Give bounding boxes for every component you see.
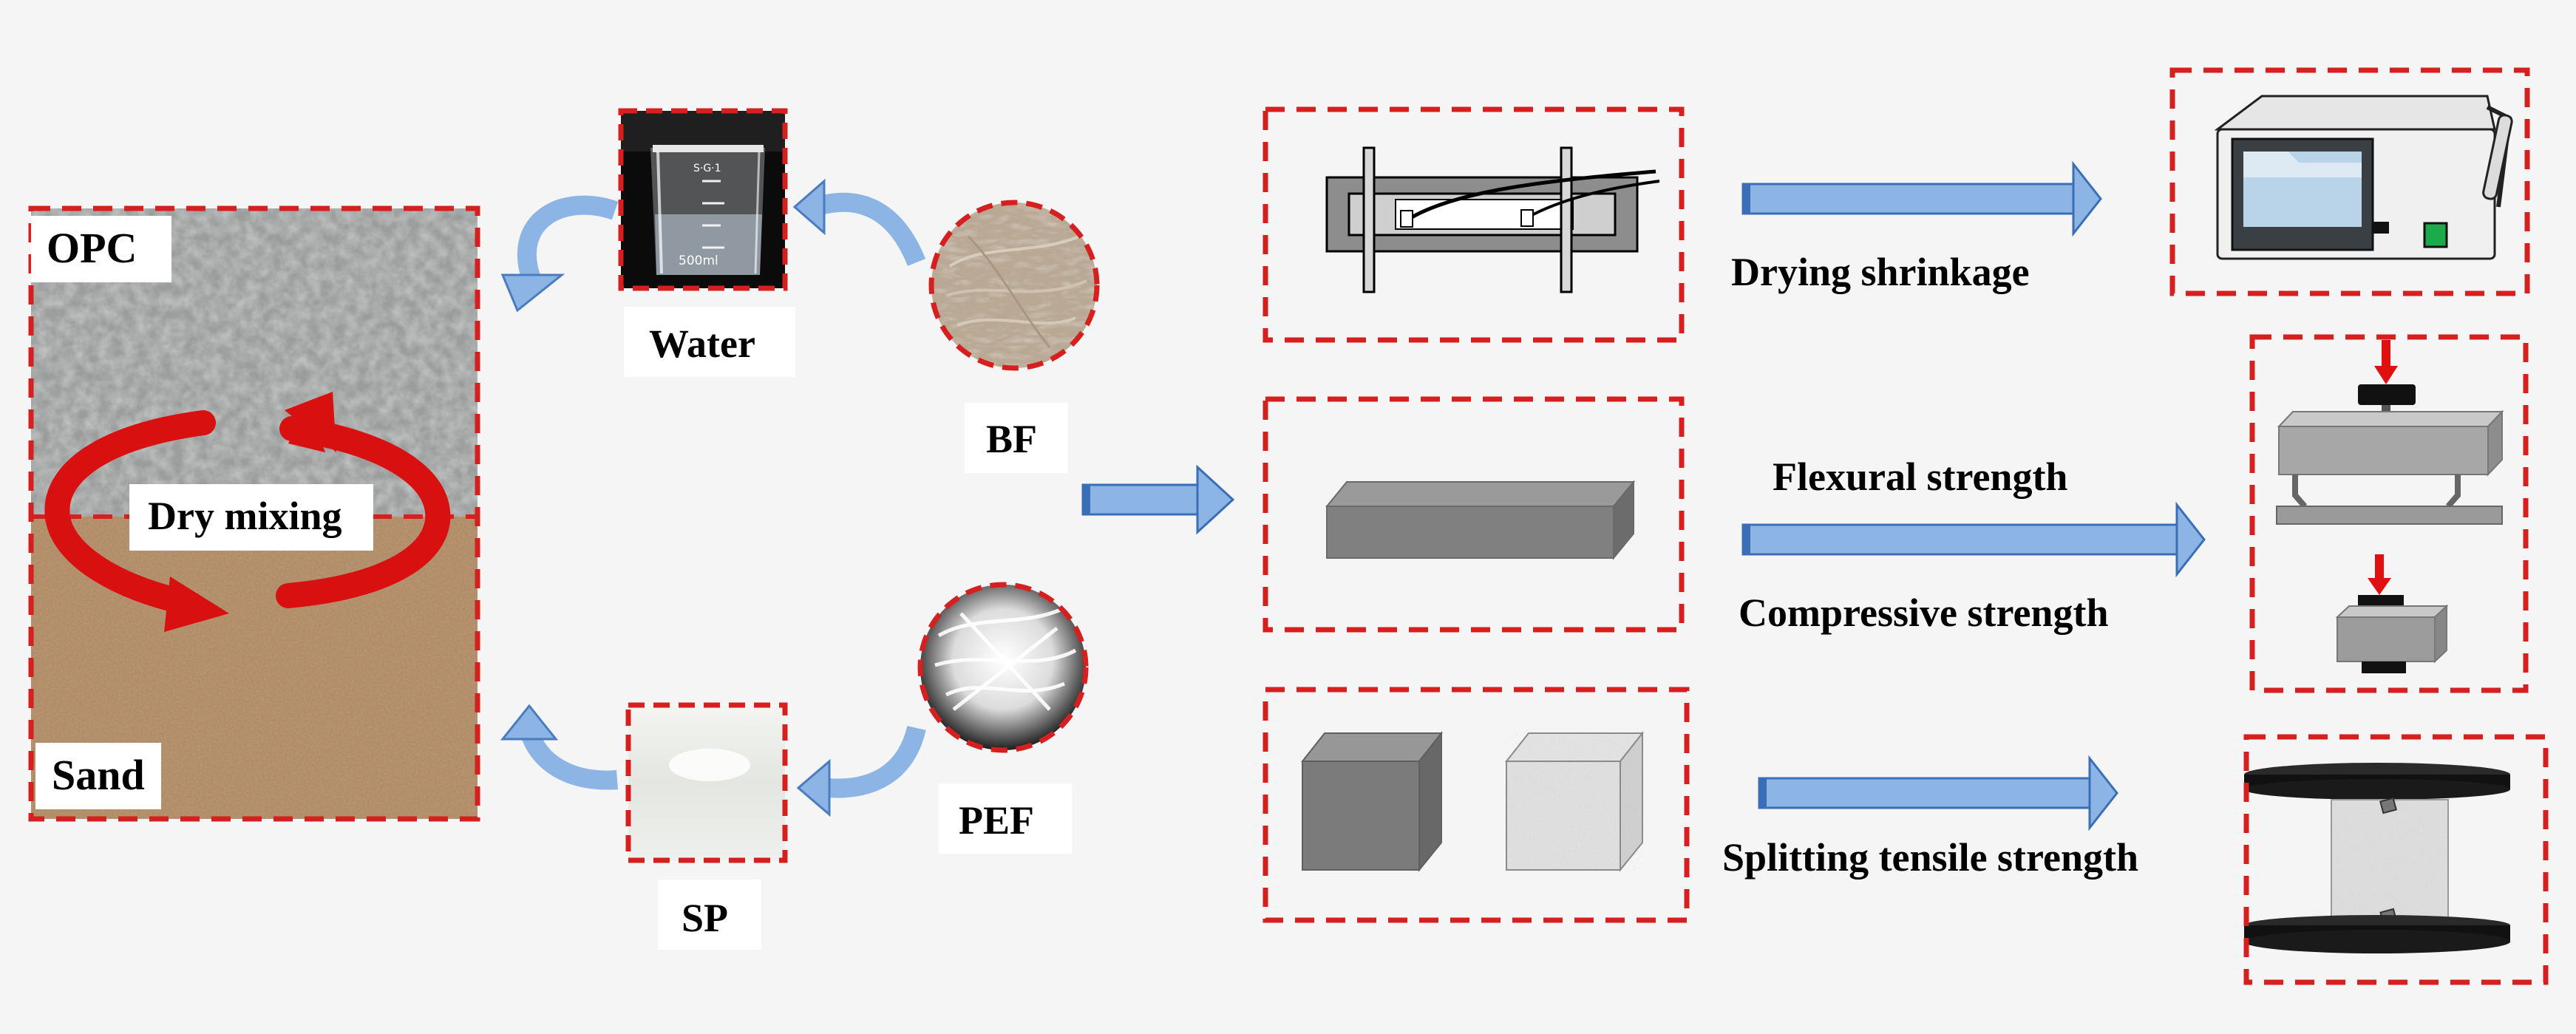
flexural-compressive-frame xyxy=(2249,334,2529,693)
water-label: Water xyxy=(649,322,755,366)
arrow-splitting-tensile xyxy=(1758,755,2118,831)
arrow-bf-to-water xyxy=(792,178,926,267)
sp-label: SP xyxy=(682,896,728,940)
cube-specimen-fiber xyxy=(1504,731,1645,872)
pef-label-box xyxy=(939,783,1072,854)
shrinkage-specimen-frame xyxy=(1262,106,1685,343)
sp-label-box xyxy=(658,880,761,950)
opc-label-box xyxy=(31,216,171,282)
arrow-pef-to-sp xyxy=(796,725,926,817)
bf-label: BF xyxy=(986,417,1037,461)
flexural-test-setup xyxy=(2276,340,2504,525)
water-beaker-image: S·G·1 500ml xyxy=(621,111,785,288)
water-label-box xyxy=(624,307,795,377)
shrinkage-meter-device xyxy=(2214,95,2513,260)
cube-specimen-plain xyxy=(1300,731,1444,872)
prism-specimen xyxy=(1325,480,1636,560)
sand-label: Sand xyxy=(52,751,145,799)
water-frame xyxy=(618,108,788,291)
pef-frame xyxy=(917,582,1089,753)
sp-frame xyxy=(625,702,788,863)
cube-specimen-frame xyxy=(1262,687,1690,923)
splitting-tensile-strength-label: Splitting tensile strength xyxy=(1722,835,2138,880)
prism-specimen-frame xyxy=(1262,396,1685,633)
drying-shrinkage-label: Drying shrinkage xyxy=(1731,250,2030,294)
arrow-water-to-opc xyxy=(500,195,619,313)
pef-label: PEF xyxy=(959,798,1034,843)
opc-sand-frame xyxy=(28,205,480,822)
dry-mixing-rotation-icon xyxy=(44,392,451,632)
bf-label-box xyxy=(965,403,1068,473)
opc-label: OPC xyxy=(47,224,137,272)
shrinkage-meter-frame xyxy=(2169,67,2530,296)
dry-mixing-label-box xyxy=(129,484,373,551)
sp-powder-pile xyxy=(669,749,750,781)
splitting-tensile-frame xyxy=(2243,734,2549,985)
arrow-mix-to-specimens xyxy=(1081,464,1235,535)
arrow-drying-shrinkage xyxy=(1741,160,2102,237)
flexural-strength-label: Flexural strength xyxy=(1773,455,2067,499)
compressive-test-setup xyxy=(2335,554,2449,673)
splitting-tensile-setup xyxy=(2244,763,2510,953)
flow-arrows-left xyxy=(500,178,926,817)
dry-mixing-label: Dry mixing xyxy=(148,494,342,538)
pef-fiber-image xyxy=(917,582,1089,753)
beaker-brand-mark: S·G·1 xyxy=(693,163,721,174)
sp-powder-image xyxy=(628,705,785,860)
compressive-strength-label: Compressive strength xyxy=(1739,591,2108,635)
beaker-volume-mark: 500ml xyxy=(679,254,718,268)
arrow-sp-to-sand xyxy=(500,704,618,790)
shrinkage-mold-specimen xyxy=(1325,146,1660,293)
arrow-flexural-compressive xyxy=(1741,501,2206,578)
bf-fiber-image xyxy=(928,200,1100,371)
bf-frame xyxy=(928,200,1100,371)
sand-label-box xyxy=(35,743,161,809)
